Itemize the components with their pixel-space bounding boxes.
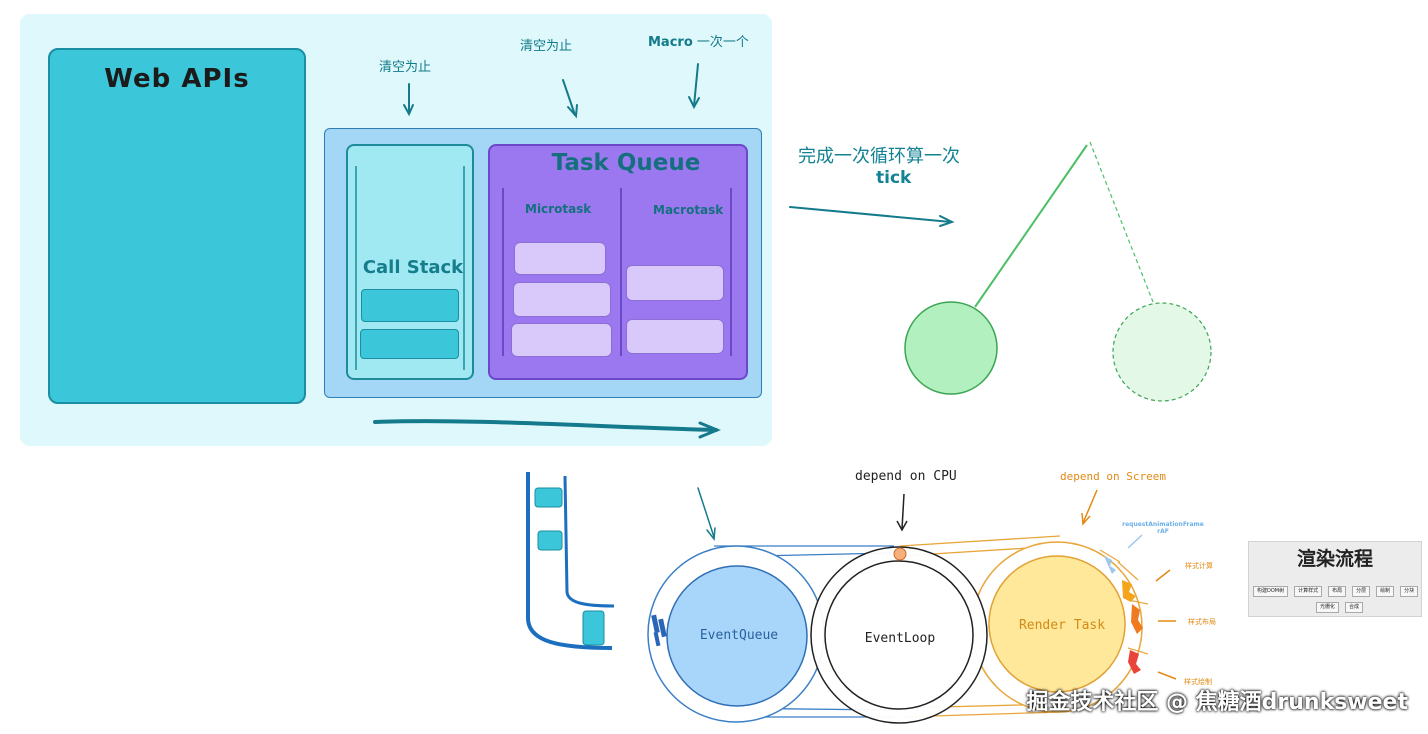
depend-screen-label: depend on Screem — [1060, 470, 1166, 483]
render-step: 光栅化 — [1316, 602, 1340, 613]
web-apis-box — [48, 48, 306, 404]
render-task-circle — [988, 555, 1126, 693]
tick-arrow — [789, 206, 952, 223]
pendulum-ball — [904, 301, 998, 395]
render-step: 分块 — [1400, 586, 1419, 597]
flow-arrow — [373, 419, 718, 432]
stack-item — [534, 487, 563, 508]
event-loop-ring — [810, 546, 988, 724]
macro-note-rest: 一次一个 — [692, 35, 749, 50]
microtask-item — [514, 242, 606, 275]
style-calc-label: 样式计算 — [1185, 562, 1213, 570]
task-queue-dividers — [502, 188, 732, 356]
render-flow-row-2: 光栅化 合成 — [1316, 602, 1364, 613]
cpu-arrow — [901, 493, 905, 530]
screen-arrow — [1082, 489, 1098, 524]
macro-note: Macro 一次一个 — [648, 31, 749, 50]
render-flow-title: 渲染流程 — [1296, 548, 1373, 570]
microtask-item — [511, 323, 612, 357]
clear-note-2: 清空为止 — [520, 39, 573, 54]
stack-item — [582, 610, 605, 646]
call-stack-frame — [360, 329, 459, 359]
cpu-arrow-head — [896, 520, 908, 532]
style-paint-label: 样式绘制 — [1184, 678, 1212, 686]
event-queue-circle — [666, 565, 808, 707]
ring-connector-top-orange — [899, 535, 1061, 547]
render-flow-row-1: 构建DOM树 计算样式 布局 分层 绘制 分块 — [1253, 586, 1419, 597]
event-queue-marks — [651, 614, 667, 647]
watermark: 掘金技术社区 @ 焦糖酒drunksweet — [1026, 690, 1408, 715]
pendulum-string — [974, 144, 1088, 308]
style-paint-arrow — [1157, 671, 1177, 680]
render-step: 计算样式 — [1294, 586, 1323, 597]
stack-tube-outer — [526, 472, 613, 650]
arrow-head-2 — [567, 104, 578, 119]
event-loop-label: EventLoop — [864, 631, 936, 646]
render-task-label: Render Task — [1018, 618, 1106, 633]
render-segment-line — [1117, 561, 1139, 581]
call-stack-title: Call Stack — [362, 257, 464, 278]
call-stack-inner-lines — [355, 166, 465, 370]
pendulum-ghost-string — [1089, 141, 1156, 308]
macro-note-bold: Macro — [648, 35, 693, 50]
clear-note-1: 清空为止 — [379, 60, 432, 75]
depend-cpu-label: depend on CPU — [855, 469, 957, 484]
task-queue-title: Task Queue — [551, 150, 701, 176]
event-queue-arrow-head — [706, 527, 716, 541]
stack-tube-inner — [563, 475, 615, 608]
microtask-item — [513, 282, 611, 317]
raf-arrow — [1127, 534, 1143, 549]
tick-label: tick — [876, 168, 912, 188]
arrow-head-3 — [688, 96, 700, 110]
macrotask-label: Macrotask — [653, 203, 724, 217]
flow-arrow-head — [698, 421, 721, 439]
raf-label-line-2: rAF — [1157, 528, 1169, 535]
render-step: 布局 — [1328, 586, 1347, 597]
macrotask-item — [626, 319, 724, 354]
raf-label: requestAnimationFrame rAF — [1120, 521, 1206, 535]
tick-arrow-head — [939, 215, 955, 227]
event-queue-label: EventQueue — [699, 628, 779, 643]
arrow-head-1 — [403, 104, 414, 117]
cycle-note: 完成一次循环算一次 — [798, 146, 960, 167]
macrotask-item — [626, 265, 724, 301]
render-task-marks — [1104, 556, 1143, 674]
call-stack-frame — [361, 289, 459, 322]
style-calc-arrow — [1155, 569, 1171, 582]
stack-item — [537, 530, 563, 551]
pendulum-ghost-ball — [1112, 302, 1212, 402]
render-step: 绘制 — [1376, 586, 1395, 597]
event-loop-circle — [824, 560, 974, 710]
render-step: 构建DOM树 — [1253, 586, 1289, 597]
render-step: 合成 — [1345, 602, 1364, 613]
style-layout-label: 样式布局 — [1188, 618, 1216, 626]
arrow-down-2 — [562, 79, 576, 116]
render-segment-line — [1099, 549, 1121, 563]
web-apis-title: Web APIs — [104, 64, 250, 94]
microtask-label: Microtask — [525, 202, 592, 216]
arrow-down-3 — [693, 63, 699, 107]
event-queue-arrow — [697, 487, 715, 538]
raf-label-line-1: requestAnimationFrame — [1122, 521, 1204, 528]
screen-arrow-head — [1081, 512, 1091, 526]
event-loop-pointer — [893, 547, 907, 561]
render-step: 分层 — [1352, 586, 1371, 597]
